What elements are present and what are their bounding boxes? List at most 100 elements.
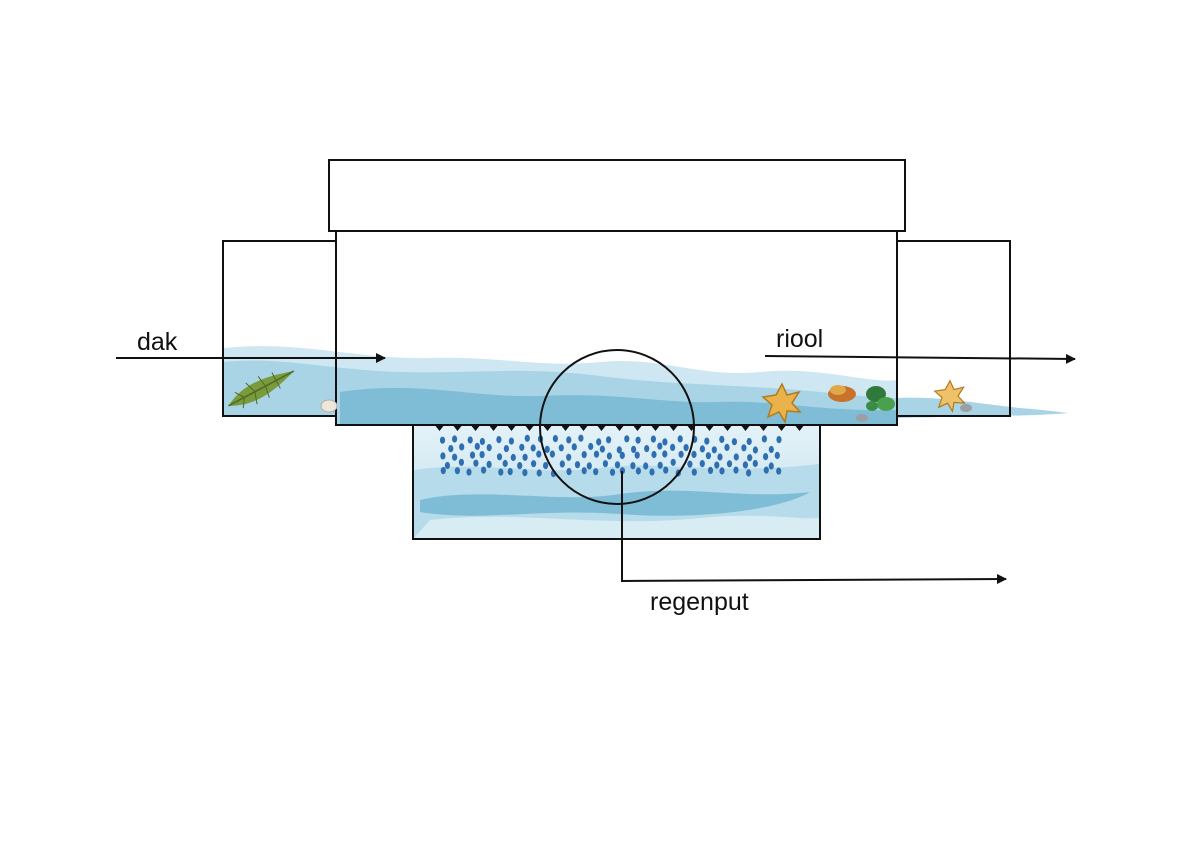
detail-circle [539, 349, 695, 505]
water-droplet [581, 467, 587, 475]
mesh-tooth [614, 424, 625, 431]
mesh-tooth [776, 424, 787, 431]
water-droplet [707, 466, 714, 474]
water-droplet [663, 466, 669, 474]
water-droplet [714, 461, 720, 469]
water-droplet [650, 435, 657, 443]
water-droplet [448, 445, 454, 453]
water-droplet [774, 451, 780, 459]
water-droplet [609, 468, 616, 476]
water-droplet [616, 446, 622, 454]
water-droplet [631, 445, 637, 453]
water-droplet [651, 450, 657, 459]
pebble-icon [320, 399, 338, 413]
water-droplet [614, 461, 621, 469]
filter-mesh [434, 424, 805, 431]
water-droplet [543, 462, 549, 470]
water-droplet [510, 453, 516, 462]
water-droplet [558, 444, 564, 452]
water-droplet [752, 446, 759, 454]
water-droplet [644, 445, 650, 453]
water-droplet [481, 466, 487, 474]
water-droplet [593, 468, 599, 476]
maple-leaf-icon [761, 382, 802, 425]
water-droplet [670, 458, 676, 466]
water-droplet [522, 453, 528, 461]
inlet-label: dak [137, 328, 178, 356]
water-droplet [634, 451, 640, 459]
water-droplet [467, 436, 473, 444]
water-droplet [507, 468, 513, 476]
water-droplet [479, 451, 485, 459]
mesh-tooth [560, 424, 571, 431]
water-droplet [566, 436, 572, 444]
water-droplet [670, 443, 676, 451]
maple-leaf-icon [933, 379, 966, 413]
filtered-label: regenput [650, 588, 749, 616]
mesh-tooth [704, 424, 715, 431]
water-droplet [578, 434, 584, 442]
leaf-icon [228, 370, 295, 409]
mesh-tooth [758, 424, 769, 431]
water-droplet [619, 451, 625, 459]
water-droplet [678, 450, 684, 458]
water-droplet [677, 435, 683, 443]
water-droplet [479, 437, 485, 446]
mesh-tooth [794, 424, 805, 431]
water-droplet [733, 453, 739, 461]
water-droplet [606, 436, 612, 444]
water-droplet [544, 445, 550, 453]
water-droplet [452, 453, 458, 461]
water-droplet [752, 459, 758, 468]
water-droplet [574, 461, 581, 469]
water-droplet [662, 438, 668, 446]
water-droplet [502, 459, 508, 468]
water-droplet [724, 443, 730, 451]
mesh-tooth [632, 424, 643, 431]
water-droplet [486, 444, 492, 452]
water-droplet [726, 460, 733, 468]
water-droplet [687, 460, 693, 468]
green-leaves-icon [866, 386, 895, 411]
water-droplet [746, 469, 752, 477]
water-droplet [439, 436, 446, 444]
water-droplet [683, 444, 689, 452]
leaf-cluster-icon [828, 385, 856, 402]
water-droplet [458, 458, 464, 466]
water-droplet [519, 443, 525, 451]
water-droplet [742, 461, 749, 469]
water-droplet [746, 437, 752, 446]
water-droplet [581, 451, 587, 459]
water-droplet [496, 453, 503, 461]
water-droplet [717, 453, 723, 461]
water-droplet [761, 435, 768, 443]
mesh-tooth [578, 424, 589, 431]
water-droplet [705, 452, 712, 460]
water-surface [224, 346, 1068, 424]
water-droplet [763, 466, 769, 474]
water-droplet [522, 469, 528, 477]
water-droplet [459, 443, 465, 451]
water-droplet [768, 445, 774, 454]
water-droplet [498, 468, 504, 476]
water-droplet [704, 437, 710, 445]
water-droplet [552, 435, 559, 443]
water-droplet [536, 469, 542, 477]
water-droplet [699, 460, 705, 468]
water-droplet [524, 434, 530, 442]
water-droplet [536, 450, 542, 458]
water-droplet [571, 443, 577, 451]
water-droplet [719, 435, 725, 443]
water-droplet [503, 445, 509, 453]
lower-tank [412, 424, 821, 540]
water-droplet [599, 445, 606, 453]
water-droplet [711, 446, 717, 454]
water-droplet [508, 437, 514, 445]
mesh-tooth [740, 424, 751, 431]
water-droplet [517, 462, 523, 470]
mesh-tooth [650, 424, 661, 431]
water-droplet [643, 462, 649, 470]
water-droplet [474, 442, 480, 450]
